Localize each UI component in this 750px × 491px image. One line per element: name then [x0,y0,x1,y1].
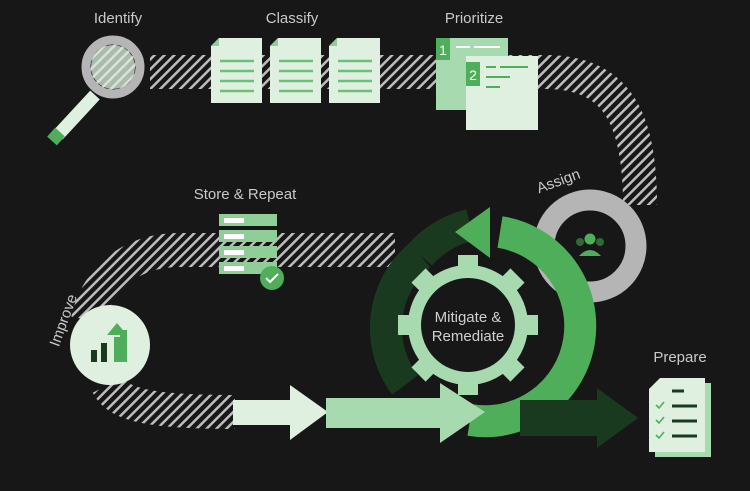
document-icon [270,38,321,103]
arrow-light [233,385,328,440]
check-badge-icon [260,266,284,290]
document-icon [329,38,380,103]
label-store-repeat: Store & Repeat [194,186,297,203]
priority-list-icon: 1 2 [436,38,538,130]
gear-icon [398,255,538,395]
storage-stack-icon [219,214,277,274]
label-mitigate-line1: Mitigate & [435,309,502,326]
checklist-icon [649,378,711,457]
label-identify: Identify [94,10,143,27]
label-prepare: Prepare [653,349,706,366]
label-prioritize: Prioritize [445,10,503,27]
label-mitigate-line2: Remediate [432,328,505,345]
document-icon [211,38,262,103]
priority-badge-2: 2 [469,67,477,83]
label-classify: Classify [266,10,319,27]
cycle-arrows-icon [369,207,597,438]
arrow-dark [520,388,638,448]
document-icons [211,38,380,103]
priority-badge-1: 1 [439,42,447,58]
hatched-path [71,55,657,429]
magnifier-icon [47,35,145,146]
arrow-mid [326,383,485,443]
growth-chart-icon [70,305,150,385]
flow-arrows [233,383,638,448]
